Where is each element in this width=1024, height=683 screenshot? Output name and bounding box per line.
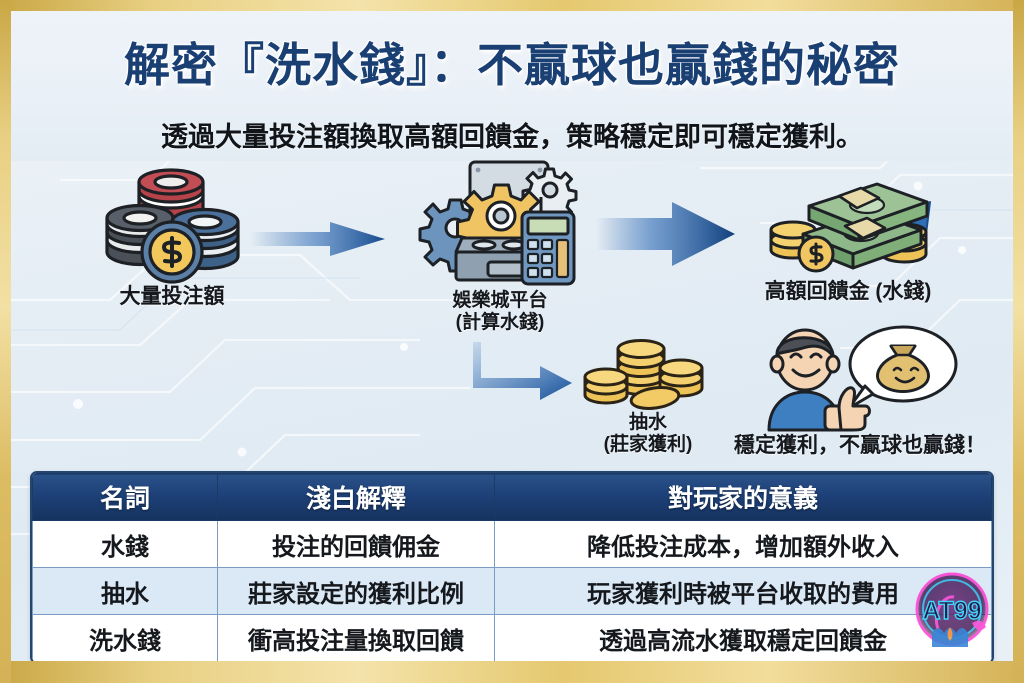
page-subtitle: 透過大量投注額換取高額回饋金，策略穩定即可穩定獲利。 [161,122,863,152]
flow-node-platform-label-2: (計算水錢) [455,312,545,334]
table-cell-impact: 透過高流水獲取穩定回饋金 [494,614,992,662]
table-cell-term: 洗水錢 [32,614,218,662]
table-header-row: 名詞 淺白解釋 對玩家的意義 [32,473,992,521]
table-cell-impact: 玩家獲利時被平台收取的費用 [494,567,992,615]
flow-node-player-label: 穩定獲利，不贏球也贏錢！ [734,434,986,457]
cash-stack-icon [769,182,928,273]
table-header-term: 名詞 [32,473,218,521]
table-head: 名詞 淺白解釋 對玩家的意義 [32,473,992,521]
flow-node-platform-label-1: 娛樂城平台 [452,290,548,311]
flow-diagram: 大量投注額 [0,160,1024,465]
frame-border-bottom [0,661,1024,683]
flow-node-rake: 抽水 (莊家獲利) [562,332,734,457]
page-title: 解密『洗水錢』：不贏球也贏錢的秘密 [124,39,900,91]
table-row: 洗水錢 衝高投注量換取回饋 透過高流水獲取穩定回饋金 [32,614,992,662]
flow-node-rebate: 高額回饋金 (水錢) [718,162,978,305]
flow-node-rebate-label: 高額回饋金 (水錢) [764,280,932,303]
arrow-platform-to-rake [473,342,572,400]
arrow-platform-to-rebate [596,202,735,266]
gold-coins-icon [583,339,704,410]
arrow-bets-to-platform [250,222,385,256]
glossary-table: 名詞 淺白解釋 對玩家的意義 水錢 投注的回饋佣金 降低投注成本，增加額外收入 … [32,473,992,662]
table-cell-term: 抽水 [32,567,218,615]
table-cell-meaning: 投注的回饋佣金 [217,520,495,568]
table-header-meaning: 淺白解釋 [217,473,495,521]
flow-node-platform: 娛樂城平台 (計算水錢) [400,152,600,335]
table-cell-impact: 降低投注成本，增加額外收入 [494,520,992,568]
frame-border-top [0,0,1024,11]
glossary-table-container: 名詞 淺白解釋 對玩家的意義 水錢 投注的回饋佣金 降低投注成本，增加額外收入 … [30,471,994,664]
table-row: 抽水 莊家設定的獲利比例 玩家獲利時被平台收取的費用 [32,567,992,615]
casino-chips-icon [105,168,240,284]
table-cell-term: 水錢 [32,520,218,568]
table-body: 水錢 投注的回饋佣金 降低投注成本，增加額外收入 抽水 莊家設定的獲利比例 玩家… [32,520,992,662]
table-header-impact: 對玩家的意義 [494,473,992,521]
table-cell-meaning: 莊家設定的獲利比例 [217,567,495,615]
frame-border-right [1013,0,1024,683]
frame-border-left [0,0,11,683]
table-cell-meaning: 衝高投注量換取回饋 [217,614,495,662]
flow-node-rake-label-1: 抽水 [628,412,667,433]
flow-node-rake-label-2: (莊家獲利) [603,434,693,456]
table-row: 水錢 投注的回饋佣金 降低投注成本，增加額外收入 [32,520,992,568]
header-banner: 解密『洗水錢』：不贏球也贏錢的秘密 透過大量投注額換取高額回饋金，策略穩定即可穩… [11,11,1013,161]
happy-player-icon [767,325,957,432]
flow-node-bets-label: 大量投注額 [119,285,225,308]
flow-node-player: 穩定獲利，不贏球也贏錢！ [700,324,1020,459]
flow-node-bets: 大量投注額 [82,160,262,310]
platform-machine-icon [418,160,578,286]
